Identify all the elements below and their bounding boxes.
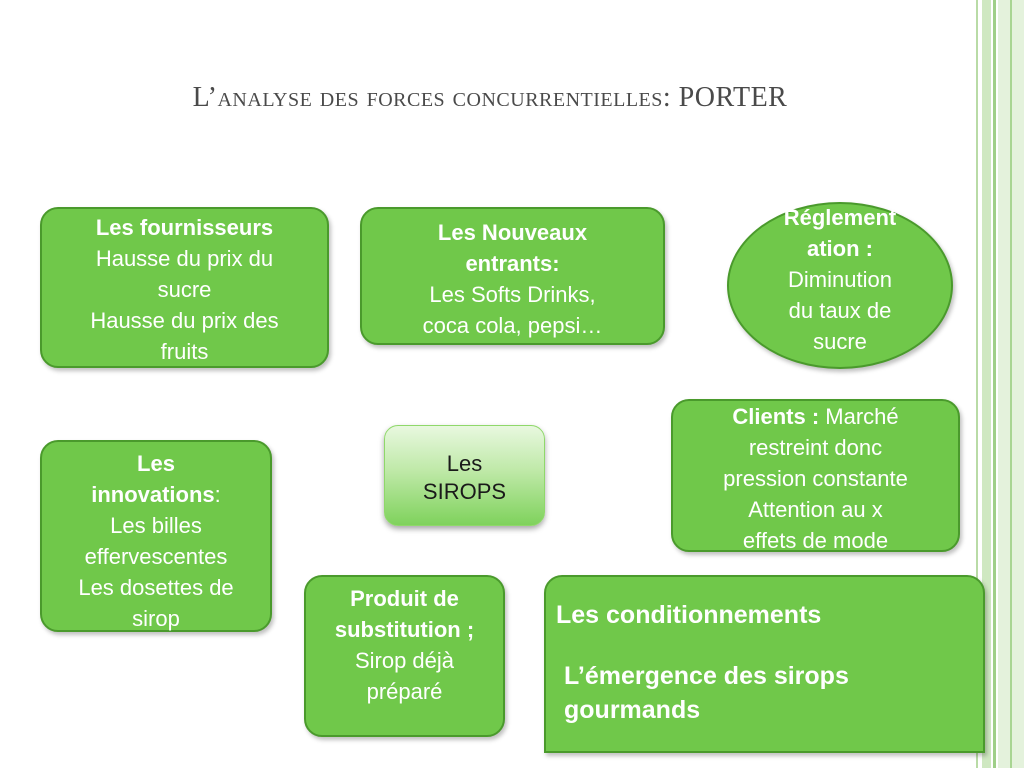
node-text: Attention au x: [748, 497, 883, 522]
node-heading: substitution ;: [334, 617, 475, 642]
node-text: Hausse du prix des: [90, 308, 279, 333]
node-text: Les Softs Drinks,: [429, 282, 596, 307]
node-text: effets de mode: [742, 528, 889, 552]
node-text: Les billes: [110, 513, 202, 538]
node-heading: Les Nouveaux: [437, 220, 588, 245]
node-text: du taux de: [788, 298, 892, 323]
node-center-sirops: Les SIROPS: [384, 425, 545, 526]
node-text: :: [214, 482, 221, 507]
node-text: sucre: [157, 277, 212, 302]
node-text: effervescentes: [84, 544, 228, 569]
node-heading: Produit de: [350, 586, 459, 611]
node-clients: Clients : Marché restreint donc pression…: [671, 399, 960, 552]
node-conditionnements: Les conditionnements L’émergence des sir…: [544, 575, 985, 753]
center-text: SIROPS: [422, 479, 507, 504]
slide-title: L’analyse des forces concurrentielles: P…: [192, 82, 788, 113]
node-heading: Les fournisseurs: [95, 215, 274, 240]
node-heading: ation :: [807, 236, 873, 261]
decor-stripe: [993, 0, 996, 768]
node-text-block: L’émergence des sirops gourmands: [564, 659, 849, 727]
node-text: gourmands: [564, 696, 701, 724]
node-text: Marché: [819, 404, 899, 429]
decor-stripe: [982, 0, 991, 768]
node-heading: innovations: [91, 482, 215, 507]
node-text: pression constante: [723, 466, 908, 491]
node-heading: Réglement: [783, 205, 897, 230]
node-text: fruits: [160, 339, 209, 364]
node-innovations: Les innovations: Les billes effervescent…: [40, 440, 272, 632]
node-text: restreint donc: [748, 435, 883, 460]
node-text: coca cola, pepsi…: [422, 313, 603, 338]
node-text: sucre: [813, 329, 867, 354]
node-nouveaux-entrants: Les Nouveaux entrants: Les Softs Drinks,…: [360, 207, 665, 345]
node-heading: Les: [137, 451, 175, 476]
node-text: Sirop déjà: [354, 648, 455, 673]
node-text: sirop: [132, 606, 180, 631]
node-heading: entrants:: [465, 251, 560, 276]
decor-stripe: [976, 0, 978, 768]
node-text: Hausse du prix du: [95, 246, 274, 271]
node-text: préparé: [366, 679, 443, 704]
center-text: Les: [446, 451, 483, 476]
node-reglementation: Réglement ation : Diminution du taux de …: [727, 202, 953, 369]
node-text: Diminution: [788, 267, 892, 292]
decor-stripe: [1010, 0, 1012, 768]
node-text: L’émergence des sirops: [564, 662, 849, 690]
node-fournisseurs: Les fournisseurs Hausse du prix du sucre…: [40, 207, 329, 368]
node-heading: Les conditionnements: [556, 601, 822, 629]
node-heading: Clients :: [732, 404, 820, 429]
node-text: Les dosettes de: [78, 575, 234, 600]
node-produit-substitution: Produit de substitution ; Sirop déjà pré…: [304, 575, 505, 737]
